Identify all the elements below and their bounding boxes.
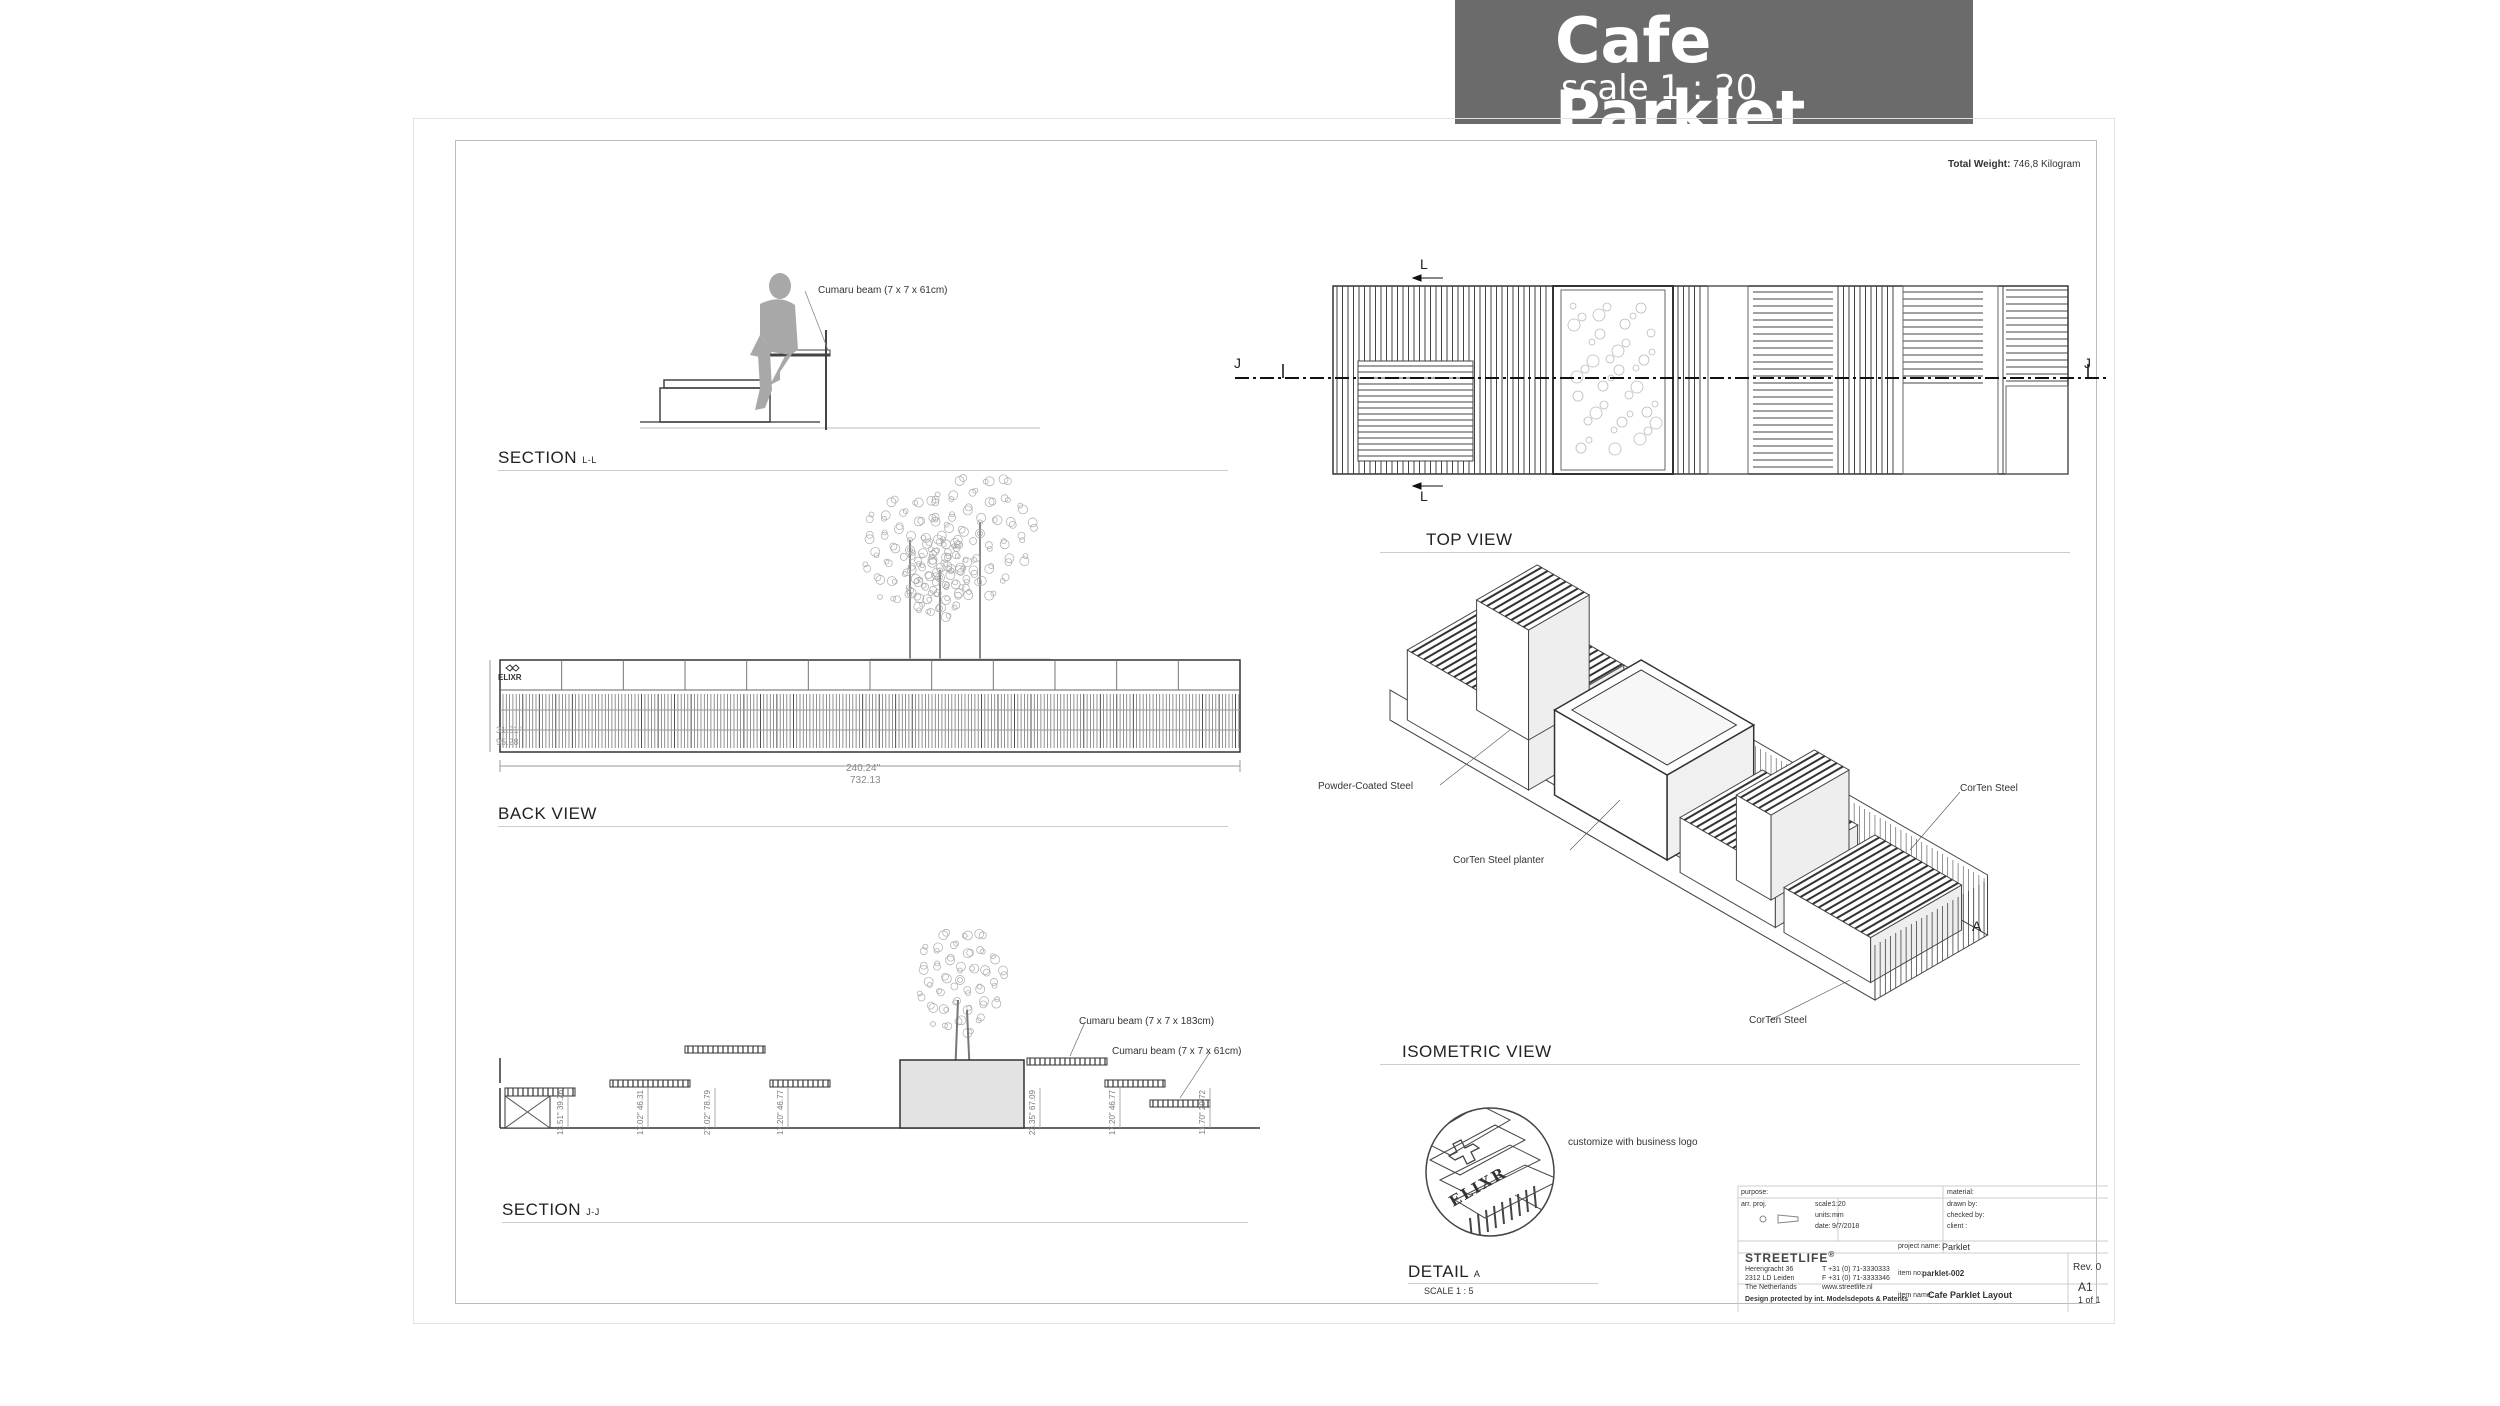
top-view-marker-j-right: J	[2084, 355, 2092, 371]
iso-callout-planter: CorTen Steel planter	[1453, 855, 1545, 866]
detail-note: customize with business logo	[1568, 1137, 1698, 1148]
back-view-logo: ELIXR	[498, 673, 522, 682]
tb-item-name-label: item name:	[1898, 1292, 1933, 1299]
tb-client: client :	[1947, 1223, 1968, 1230]
tb-addr1: Herengracht 36	[1745, 1266, 1794, 1273]
detail-a-drawing	[1425, 1107, 1555, 1237]
tb-size: A1	[2078, 1280, 2093, 1294]
tb-units-label: units:	[1815, 1212, 1832, 1219]
back-dim-h2: 95.28	[496, 737, 519, 747]
back-view-underline	[498, 826, 1228, 827]
tb-units-value: mm	[1832, 1212, 1844, 1219]
detail-scale: SCALE 1 : 5	[1424, 1286, 1474, 1296]
title-banner: Cafe Parklet scale 1 : 20	[1455, 0, 1973, 150]
back-dim-w1: 240.24"	[846, 763, 881, 774]
section-jj-dim: 17.02" 46.31	[636, 1090, 645, 1136]
section-jj-dim: 23.35" 67.09	[1028, 1090, 1037, 1136]
title-block-lines	[1737, 1185, 2108, 1312]
isometric-view-underline	[1380, 1064, 2080, 1065]
tb-scale-label: scale:	[1815, 1201, 1834, 1208]
section-ll-note: Cumaru beam (7 x 7 x 61cm)	[818, 285, 948, 296]
top-view-underline	[1380, 552, 2070, 553]
section-jj-note-1: Cumaru beam (7 x 7 x 183cm)	[1079, 1016, 1215, 1027]
drawing-frame	[455, 140, 2097, 1304]
detail-label: DETAIL A	[1408, 1262, 1481, 1281]
tb-date-label: date:	[1815, 1223, 1831, 1230]
tb-material: material:	[1947, 1189, 1974, 1196]
iso-callout-corten-right: CorTen Steel	[1960, 783, 2018, 794]
top-view-marker-l-bottom: L	[1420, 488, 1429, 504]
section-ll-label: SECTION L-L	[498, 448, 597, 467]
tb-drawn: drawn by:	[1947, 1201, 1978, 1208]
tb-web: www.streetlife.nl	[1822, 1284, 1873, 1291]
tb-protected: Design protected by int. Modelsdepots & …	[1745, 1296, 1908, 1303]
tb-rev: Rev. 0	[2073, 1262, 2102, 1273]
iso-detail-ref: A	[1972, 918, 1982, 934]
tb-proj: arr. proj.	[1741, 1201, 1767, 1208]
tb-scale-value: 1:20	[1832, 1201, 1846, 1208]
tb-addr2: 2312 LD Leiden	[1745, 1275, 1795, 1282]
page-title: Cafe Parklet	[1555, 4, 1806, 150]
tb-project-label: project name:	[1898, 1243, 1941, 1250]
iso-callout-corten-bottom: CorTen Steel	[1749, 1015, 1807, 1026]
section-jj-dim: 17.20" 46.77	[1108, 1090, 1117, 1136]
iso-callout-powder-coated: Powder-Coated Steel	[1318, 781, 1414, 792]
tb-project-value: Parklet	[1942, 1242, 1971, 1252]
top-view-marker-l-top: L	[1420, 256, 1429, 272]
top-view-label: TOP VIEW	[1426, 530, 1513, 549]
tb-date-value: 9/7/2018	[1832, 1223, 1860, 1230]
top-view-marker-j-left: J	[1234, 355, 1242, 371]
detail-underline	[1408, 1283, 1598, 1284]
back-dim-w2: 732.13	[850, 775, 881, 786]
page-scale: scale 1 : 20	[1561, 68, 1758, 108]
isometric-view-drawing	[1389, 564, 1989, 1021]
back-dim-h1: 31.51"	[496, 725, 522, 735]
section-jj-drawing	[499, 928, 1260, 1129]
total-weight: Total Weight: 746,8 Kilogram	[1948, 159, 2081, 170]
back-view-label: BACK VIEW	[498, 804, 597, 823]
tb-company: STREETLIFE®	[1745, 1250, 1836, 1265]
section-jj-dim: 17.20" 46.77	[776, 1090, 785, 1136]
tb-item-name-value: Cafe Parklet Layout	[1928, 1290, 2013, 1300]
section-ll-drawing	[640, 273, 1040, 430]
tb-tel: T +31 (0) 71-3330333	[1822, 1266, 1890, 1273]
tb-purpose: purpose:	[1741, 1189, 1769, 1196]
tb-fax: F +31 (0) 71-3333346	[1822, 1275, 1890, 1282]
tb-item-no-label: item no:	[1898, 1270, 1923, 1277]
section-jj-dim: 27.02" 78.79	[703, 1090, 712, 1136]
section-jj-label: SECTION J-J	[502, 1200, 600, 1219]
tb-item-no-value: parklet-002	[1922, 1269, 1965, 1278]
drawing-sheet	[413, 118, 2115, 1324]
tb-sheet: 1 of 1	[2078, 1295, 2101, 1305]
section-ll-underline	[498, 470, 1228, 471]
section-jj-note-2: Cumaru beam (7 x 7 x 61cm)	[1112, 1046, 1242, 1057]
tb-addr3: The Netherlands	[1745, 1284, 1797, 1291]
top-view-drawing	[1235, 274, 2108, 490]
back-view-drawing	[489, 474, 1241, 772]
section-jj-dim: 11.70" 29.72	[1198, 1090, 1207, 1135]
tb-checked: checked by:	[1947, 1212, 1985, 1219]
section-jj-dim: 13.51" 39.26	[556, 1090, 565, 1136]
isometric-view-label: ISOMETRIC VIEW	[1402, 1042, 1552, 1061]
section-jj-underline	[502, 1222, 1248, 1223]
